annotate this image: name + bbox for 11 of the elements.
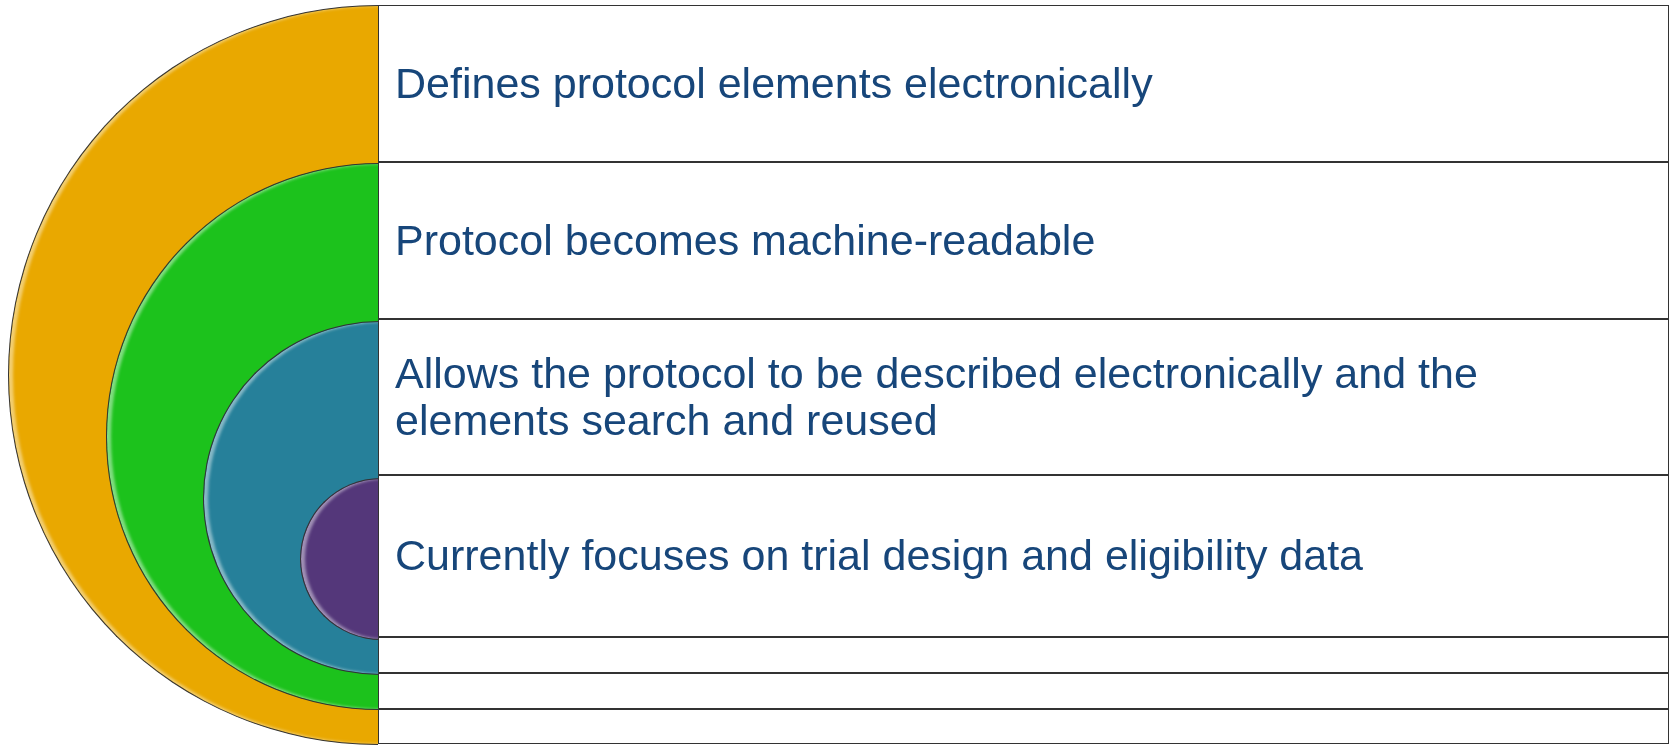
text-box (378, 319, 1669, 475)
row-text: Defines protocol elements electronically (395, 59, 1154, 108)
text-box (378, 475, 1669, 637)
row-text: Currently focuses on trial design and eligibility data (395, 532, 1365, 580)
empty-box (378, 637, 1669, 673)
row-text: Protocol becomes machine-readable (395, 216, 1097, 265)
text-box (378, 162, 1669, 319)
empty-box (378, 709, 1669, 744)
text-box (378, 5, 1669, 162)
empty-box (378, 673, 1669, 709)
row-text: Allows the protocol to be described electronically and the elements search and reused (395, 349, 1479, 445)
